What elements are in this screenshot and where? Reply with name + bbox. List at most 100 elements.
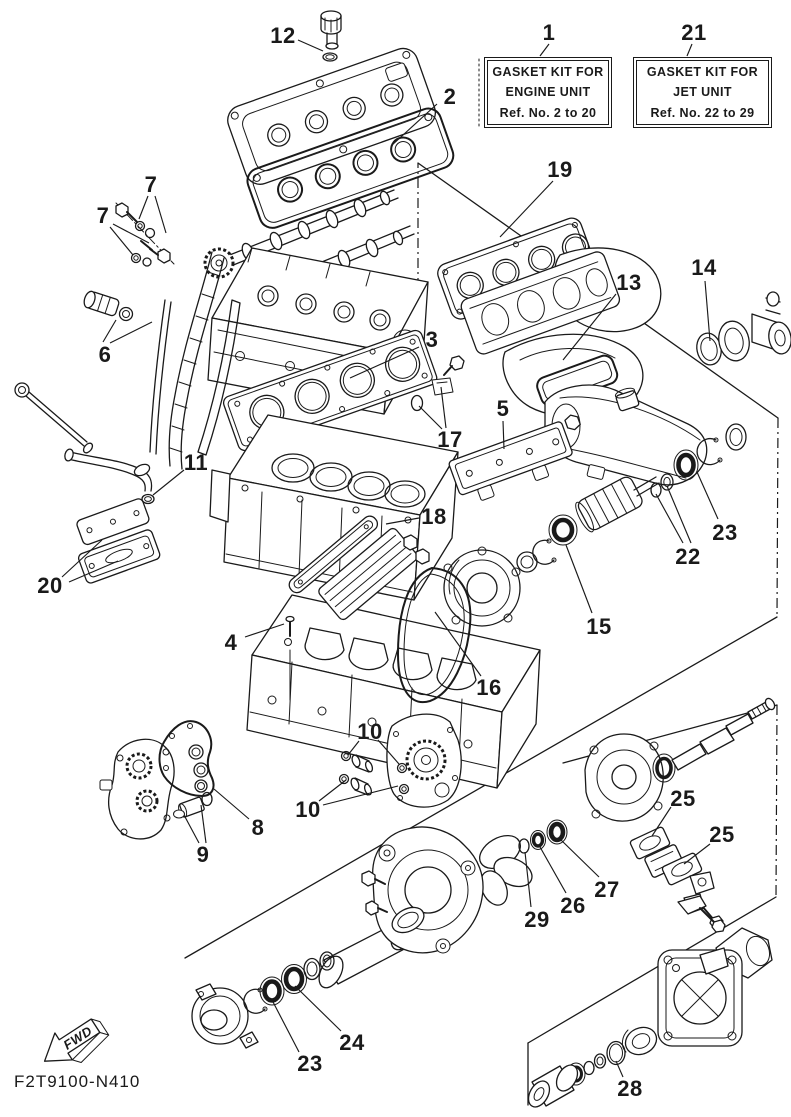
leader-line-15	[565, 544, 593, 614]
leader-line-7	[138, 195, 149, 220]
drive-shaft	[652, 697, 776, 783]
figure-code: F2T9100-N410	[14, 1072, 141, 1091]
head-dowel-set	[410, 355, 465, 412]
callout-16: 16	[476, 675, 502, 700]
leader-line-6	[109, 321, 153, 344]
callout-22: 22	[675, 544, 701, 569]
gasket-kit-engine-box: GASKET KIT FOR ENGINE UNIT Ref. No. 2 to…	[484, 57, 612, 128]
leader-line-23	[696, 471, 719, 520]
seal-29	[518, 838, 530, 854]
chain-tensioner	[83, 290, 134, 322]
seal-26	[530, 830, 546, 850]
callout-1: 1	[542, 20, 556, 45]
callout-25: 25	[670, 786, 696, 811]
leader-line-3	[349, 346, 420, 379]
leader-line-10	[377, 739, 400, 765]
callout-29: 29	[524, 907, 550, 932]
leader-line-10	[318, 779, 347, 802]
kit-box-line: GASKET KIT FOR	[646, 65, 759, 80]
drive-coupling	[575, 476, 660, 533]
leader-line-17	[418, 405, 443, 430]
tensioner-bolts	[115, 202, 175, 267]
callout-18: 18	[421, 504, 447, 529]
kit-box-line: GASKET KIT FOR	[492, 65, 604, 80]
leader-line-14	[704, 280, 711, 342]
leader-line-8	[213, 788, 250, 820]
leader-line-10	[322, 785, 399, 806]
callout-12: 12	[270, 23, 296, 48]
leader-line-21	[686, 43, 693, 57]
callout-24: 24	[339, 1030, 365, 1055]
bearing-housing	[191, 983, 268, 1049]
washers-row	[303, 951, 335, 981]
leader-line-12	[297, 39, 324, 52]
leader-line-7	[109, 226, 134, 256]
leader-line-22	[655, 493, 684, 544]
flywheel-cover	[318, 826, 533, 989]
intermediate-housing	[584, 733, 664, 822]
impeller-hub	[621, 1026, 658, 1056]
kit-box-line: Ref. No. 2 to 20	[499, 105, 597, 120]
callout-28: 28	[617, 1076, 643, 1101]
callout-5: 5	[496, 396, 510, 421]
callout-8: 8	[251, 815, 265, 840]
dipstick-and-tube	[14, 382, 155, 505]
callout-19: 19	[547, 157, 573, 182]
crankcase-gasket-16	[397, 567, 472, 704]
oil-filler-cap	[320, 10, 342, 62]
oil-seal-24	[281, 964, 307, 994]
oil-cooler	[288, 515, 430, 621]
leader-line-27	[559, 838, 600, 878]
crankcase-stud-4	[284, 615, 295, 701]
leader-line-29	[524, 851, 532, 908]
leader-line-26	[539, 846, 567, 894]
callout-7: 7	[144, 172, 158, 197]
callout-27: 27	[594, 877, 620, 902]
oil-seal-23-upper	[673, 423, 747, 481]
leader-line-7	[112, 223, 150, 244]
callout-17: 17	[437, 427, 463, 452]
leader-line-9	[200, 804, 207, 844]
kit-box-line: JET UNIT	[673, 85, 732, 100]
valve-cover-gasket	[246, 107, 455, 229]
muffler-end-cap	[718, 291, 791, 362]
callout-4: 4	[224, 630, 238, 655]
leader-line-10	[347, 740, 360, 756]
chain-cover	[386, 713, 462, 808]
callout-14: 14	[691, 255, 717, 280]
sleeve	[527, 1064, 579, 1108]
leader-line-24	[294, 985, 342, 1032]
leader-line-2	[390, 103, 438, 147]
washer-and-circlip	[516, 538, 557, 573]
callout-20: 20	[37, 573, 63, 598]
leader-line-25	[651, 806, 672, 837]
gasket-kit-jet-box: GASKET KIT FOR JET UNIT Ref. No. 22 to 2…	[633, 57, 772, 128]
leader-line-25	[683, 843, 711, 865]
callout-3: 3	[425, 327, 439, 352]
callout-23: 23	[712, 520, 738, 545]
leader-line-6	[102, 319, 117, 343]
callout-26: 26	[560, 893, 586, 918]
leader-line-28	[615, 1060, 624, 1078]
callout-7: 7	[96, 203, 110, 228]
leader-line-13	[562, 293, 617, 361]
leader-line-20	[68, 560, 119, 583]
exhaust-bracket	[448, 414, 581, 501]
oil-pump	[99, 738, 175, 840]
leader-line-7	[154, 195, 167, 234]
callout-25: 25	[709, 822, 735, 847]
leader-line-1	[539, 43, 550, 57]
leader-line-11	[152, 469, 185, 496]
kit-box-line: ENGINE UNIT	[505, 85, 591, 100]
callout-15: 15	[586, 614, 612, 639]
callout-23: 23	[297, 1051, 323, 1076]
kit-box-line: Ref. No. 22 to 29	[650, 105, 755, 120]
leader-line-22	[666, 485, 692, 544]
leader-line-5	[502, 420, 505, 450]
jet-pump-housing	[657, 895, 773, 1047]
leader-line-19	[499, 180, 554, 238]
timing-chain	[149, 251, 241, 470]
